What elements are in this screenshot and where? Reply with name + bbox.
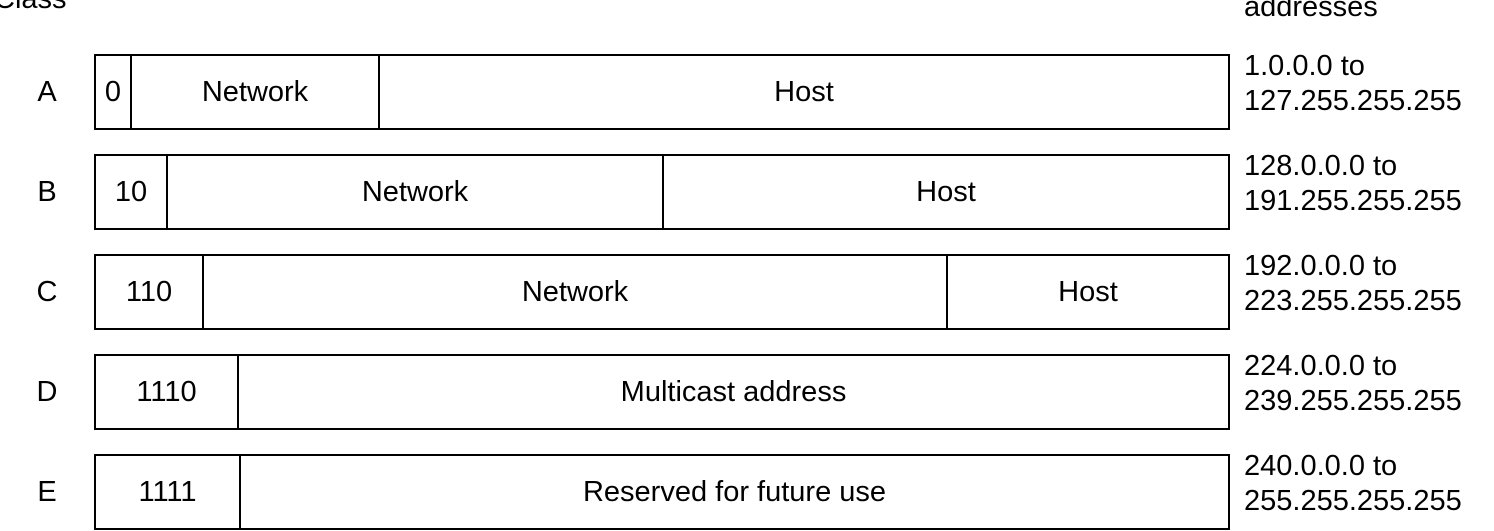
host-field: Host — [1058, 276, 1118, 308]
reserved-field: Reserved for future use — [582, 476, 887, 508]
range-start: 1.0.0.0 to — [1244, 50, 1365, 82]
range-end: 255.255.255.255 — [1244, 485, 1462, 517]
class-row-b: B 10 Network Host 128.0.0.0 to 191.255.2… — [0, 150, 1494, 230]
field-divider — [239, 456, 241, 528]
prefix-bits: 10 — [114, 176, 148, 208]
address-range: 224.0.0.0 to 239.255.255.255 — [1244, 349, 1462, 419]
range-end: 127.255.255.255 — [1244, 85, 1462, 117]
class-label: D — [36, 376, 58, 408]
field-divider — [946, 256, 948, 328]
range-end: 239.255.255.255 — [1244, 385, 1462, 417]
address-format-box: 1110 Multicast address — [94, 354, 1230, 430]
range-end: 191.255.255.255 — [1244, 185, 1462, 217]
multicast-field: Multicast address — [620, 376, 847, 408]
prefix-bits: 0 — [104, 76, 122, 108]
class-label: B — [37, 176, 57, 208]
class-label: A — [37, 76, 57, 108]
network-field: Network — [521, 276, 629, 308]
range-column-header: addresses — [1244, 0, 1378, 23]
field-divider — [378, 56, 380, 128]
class-label: C — [36, 276, 58, 308]
host-field: Host — [774, 76, 834, 108]
host-field: Host — [916, 176, 976, 208]
class-row-d: D 1110 Multicast address 224.0.0.0 to 23… — [0, 350, 1494, 430]
range-start: 128.0.0.0 to — [1244, 150, 1398, 182]
field-divider — [166, 156, 168, 228]
address-format-box: 1111 Reserved for future use — [94, 454, 1230, 530]
class-row-a: A 0 Network Host 1.0.0.0 to 127.255.255.… — [0, 50, 1494, 130]
class-row-c: C 110 Network Host 192.0.0.0 to 223.255.… — [0, 250, 1494, 330]
address-range: 128.0.0.0 to 191.255.255.255 — [1244, 149, 1462, 219]
field-divider — [662, 156, 664, 228]
network-field: Network — [361, 176, 469, 208]
address-format-box: 110 Network Host — [94, 254, 1230, 330]
address-format-box: 10 Network Host — [94, 154, 1230, 230]
address-range: 192.0.0.0 to 223.255.255.255 — [1244, 249, 1462, 319]
address-range: 1.0.0.0 to 127.255.255.255 — [1244, 49, 1462, 119]
prefix-bits: 110 — [125, 276, 173, 308]
class-row-e: E 1111 Reserved for future use 240.0.0.0… — [0, 450, 1494, 530]
field-divider — [202, 256, 204, 328]
prefix-bits: 1110 — [136, 376, 197, 408]
prefix-bits: 1111 — [138, 476, 197, 508]
range-end: 223.255.255.255 — [1244, 285, 1462, 317]
field-divider — [130, 56, 132, 128]
class-column-header: Class — [0, 0, 67, 14]
range-start: 240.0.0.0 to — [1244, 450, 1398, 482]
range-start: 224.0.0.0 to — [1244, 350, 1398, 382]
range-start: 192.0.0.0 to — [1244, 250, 1398, 282]
class-label: E — [37, 476, 57, 508]
address-format-box: 0 Network Host — [94, 54, 1230, 130]
address-range: 240.0.0.0 to 255.255.255.255 — [1244, 449, 1462, 519]
network-field: Network — [201, 76, 309, 108]
field-divider — [237, 356, 239, 428]
